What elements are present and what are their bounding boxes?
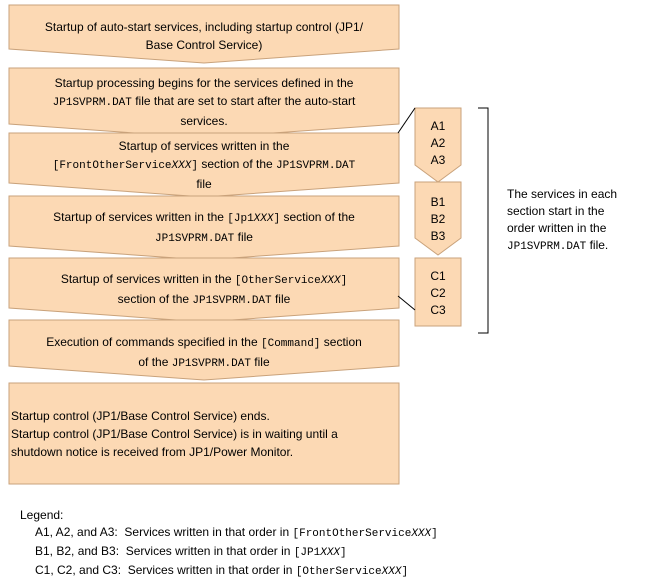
label-b3: B3	[430, 229, 446, 243]
step-7-text: Startup control (JP1/Base Control Servic…	[11, 407, 397, 461]
side-note-line-2: section start in the	[507, 204, 605, 218]
step-5-line-1-text: Startup of services written in the	[60, 272, 232, 286]
legend-row-c: C1, C2, and C3: Services written in that…	[20, 562, 438, 581]
step-6-text: Execution of commands specified in the […	[9, 333, 399, 373]
step-6-line-2: of the JP1SVPRM.DAT file	[9, 353, 399, 373]
side-note: The services in each section start in th…	[507, 186, 652, 256]
step-7-line-2: Startup control (JP1/Base Control Servic…	[11, 427, 338, 441]
step-5-section-name: [OtherServiceXXX]	[234, 275, 348, 287]
step-3-line-2-text: section of the	[201, 157, 273, 171]
step-6-arrow	[8, 319, 400, 381]
step-4-arrow	[8, 195, 400, 261]
label-c1: C1	[430, 269, 446, 283]
side-note-filename: JP1SVPRM.DAT	[507, 241, 587, 253]
label-c3: C3	[430, 303, 446, 317]
connector-line-2	[397, 295, 416, 311]
step-3-line-1: Startup of services written in the	[118, 139, 290, 153]
step-5-line-1: Startup of services written in the [Othe…	[9, 270, 399, 290]
step-6-filename: JP1SVPRM.DAT	[171, 358, 251, 370]
legend-row-a-label: A1, A2, and A3:	[35, 525, 118, 539]
step-5-filename: JP1SVPRM.DAT	[192, 295, 272, 307]
bracket	[478, 107, 489, 334]
label-a1: A1	[430, 119, 446, 133]
label-a2: A2	[430, 136, 446, 150]
label-b1: B1	[430, 195, 446, 209]
step-4-line-1-text-2: section of the	[283, 210, 355, 224]
step-2-text: Startup processing begins for the servic…	[9, 74, 399, 130]
side-note-line-3: order written in the	[507, 221, 607, 235]
step-4-line-1: Startup of services written in the [Jp1X…	[9, 208, 399, 228]
step-4-line-2-text: file	[237, 230, 253, 244]
legend-title: Legend:	[20, 508, 64, 522]
step-1-line-1: Startup of auto-start services, includin…	[44, 20, 364, 34]
step-6-line-1-end: section	[323, 335, 362, 349]
step-4-text: Startup of services written in the [Jp1X…	[9, 208, 399, 248]
sub-arrow-a-labels: A1 A2 A3	[408, 118, 468, 169]
sub-box-c	[414, 257, 462, 327]
step-4-filename: JP1SVPRM.DAT	[155, 233, 235, 245]
step-6-line-1: Execution of commands specified in the […	[9, 333, 399, 353]
legend-row-b-label: B1, B2, and B3:	[35, 544, 120, 558]
step-4-section-name: [Jp1XXX]	[227, 213, 281, 225]
step-6-line-2-text: of the	[138, 355, 169, 369]
label-b2: B2	[430, 212, 446, 226]
step-7-line-3: shutdown notice is received from JP1/Pow…	[11, 445, 294, 459]
step-7-line-1: Startup control (JP1/Base Control Servic…	[11, 409, 270, 423]
step-3-section-name: [FrontOtherServiceXXX]	[52, 160, 198, 172]
legend-row-c-label: C1, C2, and C3:	[35, 563, 122, 577]
side-note-line-4-end: file.	[589, 238, 609, 252]
legend-row-a-code: [FrontOtherServiceXXX]	[292, 528, 438, 540]
step-3-line-3: file	[196, 177, 212, 191]
legend-row-b-text: Services written in that order in	[125, 544, 291, 558]
step-2-arrow	[8, 67, 400, 139]
sub-arrow-b	[414, 181, 462, 256]
label-c2: C2	[430, 286, 446, 300]
legend-row-c-code: [OtherServiceXXX]	[295, 566, 409, 578]
connector-line-1	[397, 107, 416, 134]
step-4-line-2: JP1SVPRM.DAT file	[9, 228, 399, 248]
step-2-line-2: JP1SVPRM.DAT file that are set to start …	[9, 92, 399, 112]
label-a3: A3	[430, 153, 446, 167]
step-2-filename: JP1SVPRM.DAT	[52, 97, 132, 109]
step-7-box	[8, 382, 400, 485]
step-5-arrow	[8, 257, 400, 323]
step-2-line-1: Startup processing begins for the servic…	[54, 76, 354, 90]
step-6-section-name: [Command]	[261, 338, 321, 350]
step-2-line-3: services.	[180, 114, 228, 128]
step-5-line-2-end: file	[274, 292, 291, 306]
step-2-line-2-text: file that are set to start after the aut…	[135, 94, 356, 108]
step-3-text: Startup of services written in the [Fron…	[9, 137, 399, 193]
step-1-arrow	[8, 4, 400, 64]
sub-arrow-b-labels: B1 B2 B3	[408, 194, 468, 245]
step-6-line-2-end: file	[254, 355, 270, 369]
step-1-line-2: Base Control Service)	[145, 38, 263, 52]
step-6-line-1-text: Execution of commands specified in the	[46, 335, 258, 349]
legend-row-c-text: Services written in that order in	[127, 563, 293, 577]
sub-arrow-a	[414, 107, 462, 183]
step-3-line-2: [FrontOtherServiceXXX] section of the JP…	[9, 155, 399, 175]
step-1-text: Startup of auto-start services, includin…	[9, 18, 399, 54]
step-3-arrow	[8, 132, 400, 198]
step-3-filename: JP1SVPRM.DAT	[276, 160, 356, 172]
legend-row-a: A1, A2, and A3: Services written in that…	[20, 524, 438, 543]
legend-row-b: B1, B2, and B3: Services written in that…	[20, 543, 438, 562]
legend-row-b-code: [JP1XXX]	[293, 547, 347, 559]
legend-row-a-text: Services written in that order in	[124, 525, 290, 539]
step-4-line-1-text: Startup of services written in the	[53, 210, 224, 224]
side-note-line-1: The services in each	[507, 187, 618, 201]
legend: Legend: A1, A2, and A3: Services written…	[20, 507, 438, 581]
step-5-line-2: section of the JP1SVPRM.DAT file	[9, 290, 399, 310]
step-5-line-2-text: section of the	[117, 292, 190, 306]
step-5-text: Startup of services written in the [Othe…	[9, 270, 399, 310]
side-note-line-4: JP1SVPRM.DAT file.	[507, 237, 652, 256]
sub-box-c-labels: C1 C2 C3	[408, 268, 468, 319]
